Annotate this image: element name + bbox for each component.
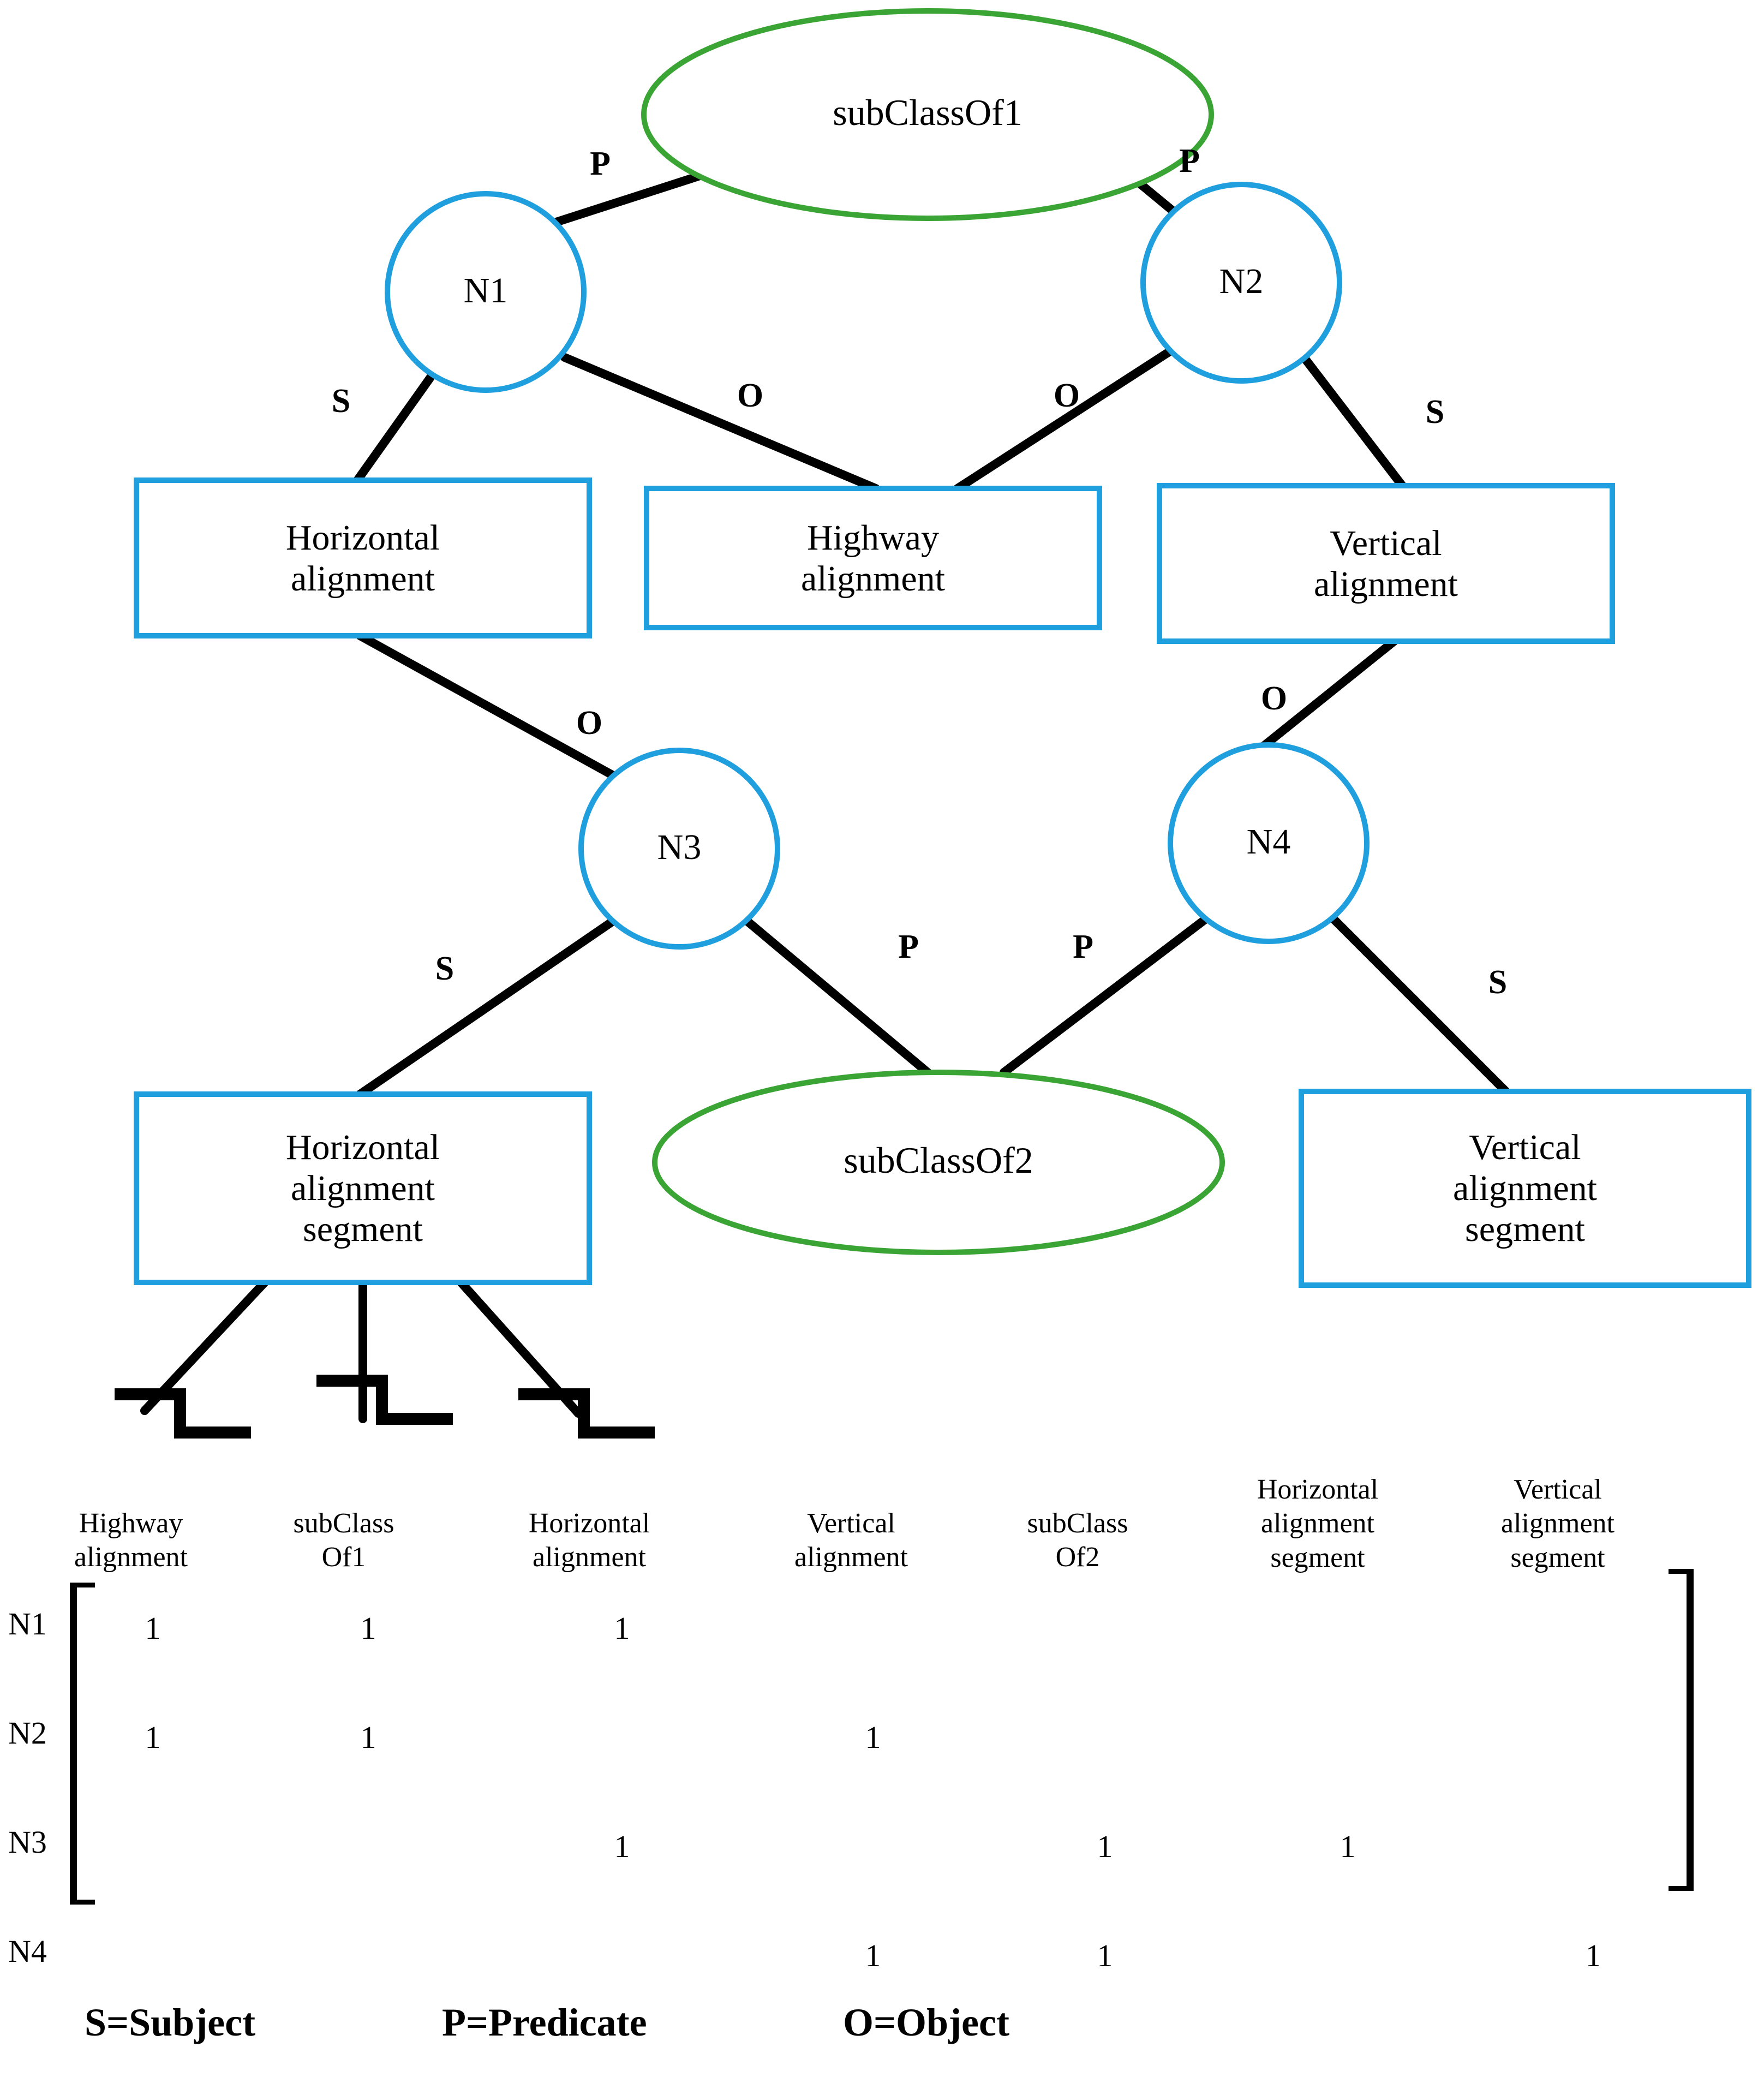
ellipse-subClassOf2[interactable] [652,1070,1225,1255]
matrix-column-header: Highway alignment [74,1508,188,1573]
edge-layer [353,159,1510,1099]
matrix-cell: 1 [360,1610,376,1646]
edge-N2-vertical-alignment [1300,353,1407,490]
matrix-column-header: Vertical alignment [794,1508,908,1573]
legend: S=Subject P=Predicate O=Object [0,2000,1764,2066]
legend-subject: S=Subject [85,2001,256,2044]
edge-N2-highway-alignment [953,345,1177,493]
step-marker-right [518,1388,655,1439]
matrix-cell: 1 [614,1829,630,1864]
edge-N4-subClassOf2 [1000,912,1213,1077]
edge-N3-subClassOf2 [738,912,932,1077]
edge-N3-horizontal-alignment-segment [356,912,624,1099]
edge-N1-highway-alignment [560,353,880,493]
matrix-cell: 1 [1097,1938,1113,1973]
edge-N4-vertical-alignment-segment [1321,907,1510,1096]
matrix-cell: 1 [865,1720,881,1755]
matrix-column-header: Vertical alignment segment [1501,1474,1614,1573]
segment-branch-layer [140,1278,583,1423]
legend-object: O=Object [843,2001,1009,2044]
matrix-column-header: subClass Of1 [293,1508,394,1573]
shape-layer [134,8,1751,1288]
rdf-graph [115,8,1751,1439]
matrix-cell: 1 [360,1720,376,1755]
step-marker-left [115,1388,251,1439]
node-N3[interactable] [578,748,780,950]
edge-N1-horizontal-alignment [353,372,435,485]
node-N1[interactable] [385,191,587,393]
matrix-row-label: N1 [8,1606,47,1642]
matrix-right-bracket [1669,1569,1694,1891]
matrix-row-label: N2 [8,1715,47,1751]
matrix-column-header: Horizontal alignment [528,1508,650,1573]
matrix-column-header: subClass Of2 [1027,1508,1128,1573]
box-vertical-alignment[interactable] [1157,483,1615,644]
ellipse-subClassOf1[interactable] [641,8,1214,221]
matrix-cell: 1 [145,1610,161,1646]
node-N2[interactable] [1140,182,1342,384]
matrix-column-header: Horizontal alignment segment [1257,1474,1379,1573]
matrix-row-label: N3 [8,1824,47,1860]
step-marker-middle [316,1375,453,1425]
box-horizontal-alignment[interactable] [134,478,592,638]
box-highway-alignment[interactable] [644,486,1102,630]
matrix-cell: 1 [614,1610,630,1646]
matrix-cell: 1 [865,1938,881,1973]
segment-marker-layer [115,1375,655,1439]
node-N4[interactable] [1168,742,1370,944]
box-horizontal-alignment-segment[interactable] [134,1091,592,1285]
matrix-cell: 1 [1340,1829,1356,1864]
box-vertical-alignment-segment[interactable] [1299,1089,1751,1288]
edge-N1-subClassOf1 [547,165,725,228]
matrix-cell: 1 [1585,1938,1601,1973]
edge-horizontal-alignment-N3 [356,631,626,785]
matrix-row-label: N4 [8,1933,47,1969]
legend-predicate: P=Predicate [442,2001,647,2044]
matrix-left-bracket [70,1583,95,1905]
matrix-cell: 1 [145,1720,161,1755]
matrix-cell: 1 [1097,1829,1113,1864]
adjacency-matrix: Highway alignment subClass Of1 Horizontal … [0,1452,1764,1997]
